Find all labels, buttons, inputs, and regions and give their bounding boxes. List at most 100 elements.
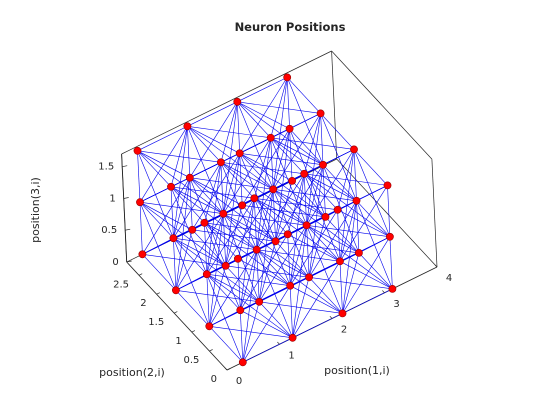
neuron-link bbox=[206, 273, 241, 311]
neuron-link bbox=[304, 173, 357, 202]
neuron-marker bbox=[288, 333, 297, 342]
neuron-link bbox=[256, 249, 341, 262]
neuron-link bbox=[220, 162, 224, 214]
neuron-link bbox=[189, 177, 274, 190]
neuron-link bbox=[139, 201, 193, 231]
y-tick-mark bbox=[209, 349, 213, 352]
neuron-link bbox=[241, 205, 276, 242]
right-floor-edge bbox=[336, 158, 438, 268]
x-tick-label: 3 bbox=[393, 299, 399, 310]
top-back-edge bbox=[121, 50, 332, 155]
neuron-link bbox=[242, 337, 293, 363]
neuron-marker bbox=[300, 169, 309, 178]
y-tick-mark bbox=[156, 292, 160, 295]
neuron-link bbox=[240, 309, 293, 339]
neuron-link bbox=[270, 137, 274, 190]
neuron-link bbox=[303, 173, 307, 226]
neuron-link bbox=[322, 164, 326, 217]
neuron-link bbox=[223, 213, 276, 242]
neuron-link bbox=[306, 225, 360, 254]
neuron-link bbox=[237, 234, 288, 260]
y-tick-label: 0 bbox=[211, 374, 217, 385]
neuron-marker bbox=[216, 158, 225, 167]
top-right-edge bbox=[331, 50, 433, 160]
neuron-link bbox=[270, 113, 321, 139]
neuron-link bbox=[187, 126, 191, 178]
neuron-link bbox=[170, 162, 222, 188]
z-tick-mark bbox=[126, 260, 132, 263]
neuron-link bbox=[170, 186, 255, 199]
neuron-marker bbox=[288, 176, 296, 185]
x-tick-mark bbox=[224, 367, 228, 371]
x-tick-mark bbox=[434, 264, 438, 268]
neuron-link bbox=[270, 137, 355, 150]
x-tick-label: 1 bbox=[288, 350, 294, 361]
neuron-link bbox=[173, 237, 208, 275]
neuron-link bbox=[204, 222, 208, 275]
y-tick-mark bbox=[138, 273, 143, 276]
neuron-marker bbox=[169, 234, 178, 243]
neuron-link bbox=[206, 273, 291, 286]
neuron-link bbox=[137, 150, 221, 163]
neuron-link bbox=[142, 254, 177, 291]
neuron-marker bbox=[302, 221, 311, 230]
neuron-links bbox=[137, 77, 393, 363]
neuron-link bbox=[270, 137, 324, 166]
y-tick-mark bbox=[174, 311, 178, 314]
neuron-link bbox=[137, 150, 141, 203]
y-tick-label: 2.5 bbox=[113, 279, 129, 290]
neuron-link bbox=[272, 189, 276, 242]
neuron-link bbox=[306, 225, 390, 238]
neuron-link bbox=[220, 162, 274, 190]
neuron-link bbox=[173, 237, 257, 250]
neuron-marker bbox=[316, 109, 325, 118]
neuron-marker bbox=[285, 124, 294, 133]
neuron-link bbox=[237, 77, 288, 103]
neuron-link bbox=[237, 101, 290, 130]
neuron-link bbox=[173, 237, 226, 267]
neuron-link bbox=[339, 261, 343, 314]
neuron-link bbox=[287, 234, 291, 286]
neuron-marker bbox=[235, 149, 244, 158]
z-axis-line bbox=[121, 153, 128, 263]
chart-title: Neuron Positions bbox=[235, 20, 346, 34]
neuron-marker bbox=[269, 185, 278, 194]
neuron-marker bbox=[183, 122, 192, 131]
neuron-marker bbox=[266, 133, 275, 142]
neuron-link bbox=[322, 164, 357, 202]
neuron-marker bbox=[333, 205, 342, 214]
neuron-link bbox=[337, 185, 388, 211]
neuron-marker bbox=[321, 212, 330, 221]
neuron-link bbox=[254, 198, 307, 226]
neuron-link bbox=[337, 209, 341, 262]
neuron-link bbox=[320, 113, 355, 150]
neuron-link bbox=[209, 326, 293, 339]
neuron-marker bbox=[255, 297, 264, 306]
neuron-link bbox=[275, 241, 310, 278]
neuron-link bbox=[204, 198, 255, 224]
neuron-marker bbox=[286, 281, 295, 290]
neuron-marker bbox=[188, 225, 197, 234]
neuron-marker bbox=[136, 198, 144, 207]
neuron-link bbox=[225, 265, 310, 278]
neuron-link bbox=[387, 185, 391, 237]
neuron-marker bbox=[138, 250, 147, 259]
neuron-link bbox=[242, 205, 326, 218]
z-axis-label: position(3,i) bbox=[29, 177, 42, 243]
neuron-marker bbox=[338, 309, 347, 318]
neuron-link bbox=[303, 173, 338, 211]
neuron-link bbox=[254, 198, 257, 250]
neuron-link bbox=[237, 258, 291, 286]
neuron-link bbox=[209, 326, 244, 363]
neuron-link bbox=[240, 310, 244, 363]
neuron-link bbox=[192, 229, 226, 267]
neuron-link bbox=[139, 201, 174, 239]
neuron-link bbox=[189, 177, 224, 214]
x-tick-label: 2 bbox=[341, 325, 347, 336]
neuron-link bbox=[170, 186, 174, 239]
neuron-marker bbox=[221, 261, 230, 270]
x-tick-mark bbox=[277, 341, 280, 345]
neuron-link bbox=[290, 261, 341, 286]
